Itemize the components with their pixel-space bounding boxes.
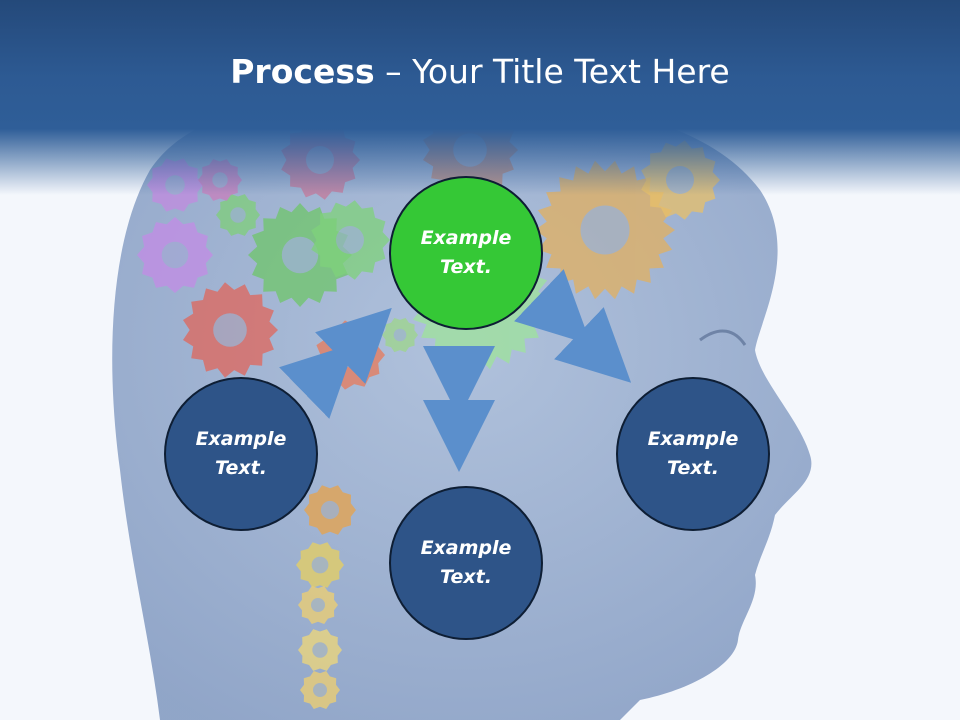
node-top-label: Example Text. xyxy=(420,227,512,278)
node-left-label: Example Text. xyxy=(195,428,287,479)
gear-icon xyxy=(298,586,338,624)
arrow-left xyxy=(279,307,392,419)
node-center-label: Example Text. xyxy=(420,537,512,588)
title-rest: – Your Title Text Here xyxy=(374,52,730,91)
gear-icon xyxy=(311,200,390,280)
node-top[interactable]: Example Text. xyxy=(389,176,543,330)
gear-icon xyxy=(216,194,260,236)
node-center[interactable]: Example Text. xyxy=(389,486,543,640)
page-title: Process – Your Title Text Here xyxy=(0,52,960,91)
gear-icon xyxy=(535,160,675,300)
gear-icon xyxy=(296,542,344,588)
title-bold: Process xyxy=(230,52,375,91)
gear-icon xyxy=(183,282,278,378)
title-bar xyxy=(0,0,960,195)
gear-icon xyxy=(137,217,213,293)
gear-icon xyxy=(304,485,356,535)
node-right-label: Example Text. xyxy=(647,428,739,479)
gear-icon xyxy=(300,671,340,709)
node-right[interactable]: Example Text. xyxy=(616,377,770,531)
arrow-right xyxy=(514,269,632,383)
node-left[interactable]: Example Text. xyxy=(164,377,318,531)
gear-icon xyxy=(298,629,342,671)
